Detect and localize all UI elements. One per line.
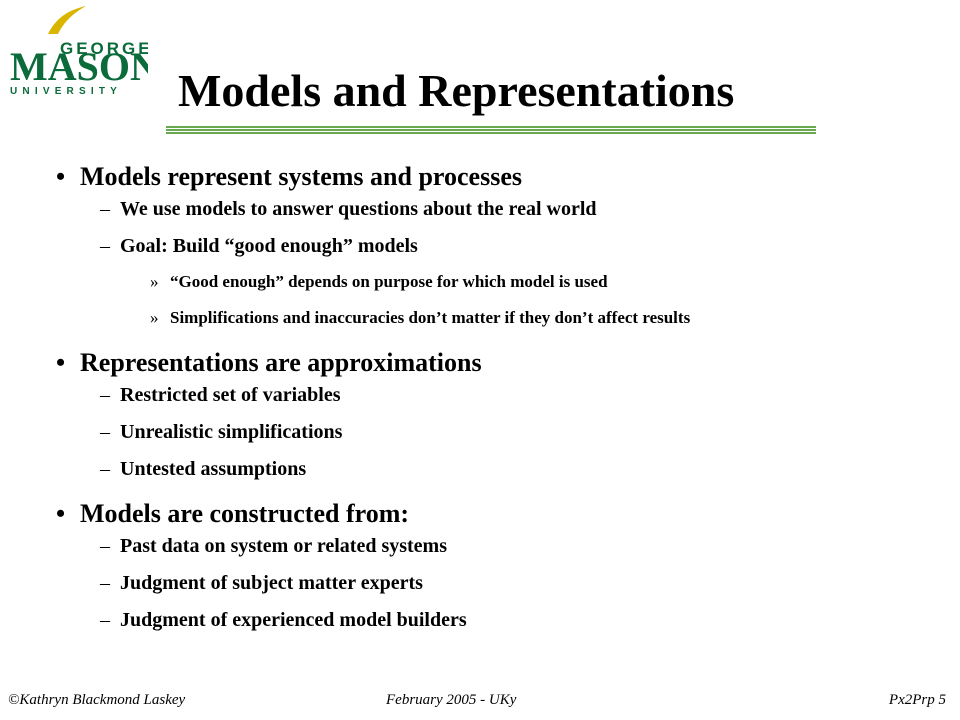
section-representations: • Representations are approximations – R… [44,346,944,493]
slide-title: Models and Representations [178,65,735,116]
bullet-heading: • Models are constructed from: [44,497,944,533]
section-models-represent: • Models represent systems and processes… [44,160,944,342]
bullet-dot-icon: • [56,348,66,377]
gmu-logo: GEORGE MASON UNIVERSITY [8,4,148,96]
logo-main-word: MASON [10,44,148,89]
bullet-dot-icon: • [56,499,66,528]
slide-content: • Models represent systems and processes… [44,160,944,644]
footer-date: February 2005 - UKy [386,692,517,708]
dash-icon: – [100,198,110,220]
dash-icon: – [100,235,110,257]
sub-bullet-text: Untested assumptions [120,458,307,480]
sub-bullet: – Judgment of experienced model builders [44,607,944,644]
sub-bullet: – We use models to answer questions abou… [44,196,944,233]
logo-top-word: GEORGE [60,39,148,58]
chevron-right-icon: » [150,272,159,291]
sub-sub-bullet-text: Simplifications and inaccuracies don’t m… [170,308,691,327]
sub-bullet: – Goal: Build “good enough” models [44,233,944,270]
sub-sub-bullet-text: “Good enough” depends on purpose for whi… [170,272,608,291]
footer-slide-number: Px2Prp 5 [888,692,946,708]
sub-bullet-text: Past data on system or related systems [120,535,448,557]
bullet-heading: • Representations are approximations [44,346,944,382]
sub-bullet-text: We use models to answer questions about … [120,198,597,220]
dash-icon: – [100,421,110,443]
sub-bullet: – Unrealistic simplifications [44,419,944,456]
sub-bullet-text: Goal: Build “good enough” models [120,235,418,257]
title-underline [166,126,816,134]
sub-sub-bullet: » Simplifications and inaccuracies don’t… [44,306,944,342]
dash-icon: – [100,458,110,480]
gmu-logo-mark: GEORGE MASON UNIVERSITY [10,6,148,96]
bullet-dot-icon: • [56,162,66,191]
sub-bullet: – Judgment of subject matter experts [44,570,944,607]
sub-bullet: – Restricted set of variables [44,382,944,419]
sub-bullet: – Past data on system or related systems [44,533,944,570]
gold-swoosh-icon [48,6,86,34]
sub-bullet-text: Judgment of subject matter experts [120,572,423,594]
chevron-right-icon: » [150,308,159,327]
footer-copyright: ©Kathryn Blackmond Laskey [8,692,186,708]
sub-sub-bullet: » “Good enough” depends on purpose for w… [44,270,944,306]
bullet-heading: • Models represent systems and processes [44,160,944,196]
dash-icon: – [100,384,110,406]
heading-text: Models are constructed from: [80,499,410,528]
dash-icon: – [100,535,110,557]
sub-bullet-text: Unrealistic simplifications [120,421,343,443]
sub-bullet-text: Judgment of experienced model builders [120,609,467,631]
sub-bullet: – Untested assumptions [44,456,944,493]
logo-bottom-word: UNIVERSITY [10,86,122,96]
heading-text: Representations are approximations [80,348,482,377]
sub-bullet-text: Restricted set of variables [120,384,341,406]
dash-icon: – [100,572,110,594]
section-constructed-from: • Models are constructed from: – Past da… [44,497,944,644]
dash-icon: – [100,609,110,631]
heading-text: Models represent systems and processes [80,162,522,191]
